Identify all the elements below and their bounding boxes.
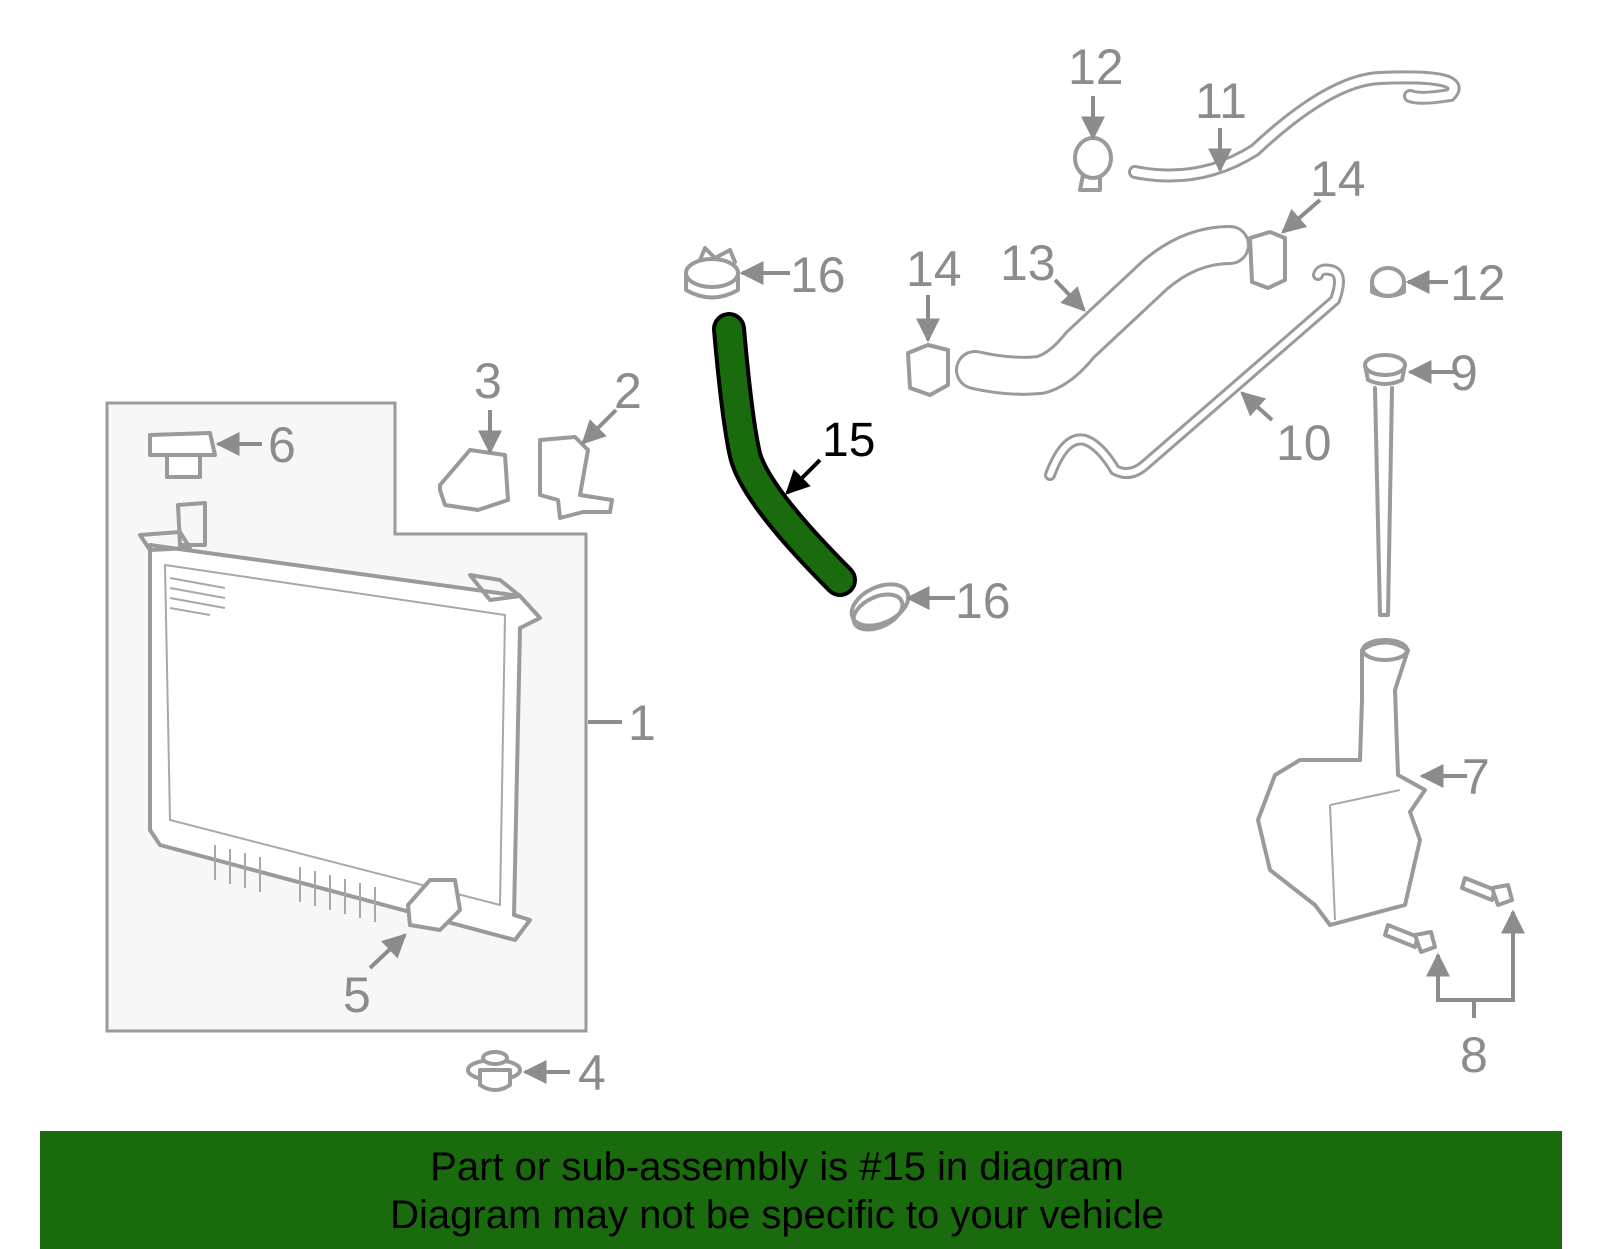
clamp-16-upper[interactable] — [684, 246, 740, 300]
callout-15: 15 — [822, 414, 875, 467]
banner-line-1: Part or sub-assembly is #15 in diagram — [430, 1145, 1124, 1189]
callout-1: 1 — [628, 695, 656, 751]
insulator-4[interactable] — [466, 1050, 522, 1092]
leader-8 — [1436, 955, 1476, 1018]
drain-outlet-5[interactable] — [406, 878, 462, 932]
bracket-3[interactable] — [438, 448, 510, 512]
callout-14-left: 14 — [906, 241, 962, 297]
clamp-12-upper[interactable] — [1073, 136, 1113, 192]
clamp-16-lower[interactable] — [845, 576, 915, 637]
leader-2 — [581, 408, 618, 445]
callout-3: 3 — [474, 353, 502, 409]
callout-9: 9 — [1450, 345, 1478, 401]
clamp-12-right[interactable] — [1370, 266, 1406, 298]
callout-12-right: 12 — [1450, 255, 1506, 311]
radiator-hose-15-fill — [716, 316, 853, 593]
callout-13: 13 — [1000, 235, 1056, 291]
callout-6: 6 — [268, 417, 296, 473]
callout-7: 7 — [1462, 749, 1490, 805]
callout-5: 5 — [343, 967, 371, 1023]
callout-14-right: 14 — [1310, 151, 1366, 207]
washer-reservoir-7[interactable] — [1256, 638, 1427, 927]
leader-13 — [1053, 278, 1086, 312]
leader-8-right — [1474, 909, 1525, 1002]
callout-4: 4 — [578, 1045, 606, 1101]
radiator-cap-6[interactable] — [148, 431, 217, 479]
callout-2: 2 — [614, 363, 642, 419]
leader-5 — [368, 933, 407, 970]
radiator[interactable] — [138, 501, 542, 942]
callout-16-lower: 16 — [955, 573, 1011, 629]
leader-10 — [1240, 391, 1274, 422]
callout-10: 10 — [1276, 415, 1332, 471]
bolt-8-right[interactable] — [1460, 876, 1514, 907]
clamp-14-left[interactable] — [906, 343, 950, 397]
washer-cap-9[interactable] — [1363, 353, 1407, 617]
clamp-14-right[interactable] — [1248, 230, 1287, 290]
callout-16-upper: 16 — [790, 247, 846, 303]
leader-15 — [785, 458, 822, 495]
callout-8: 8 — [1460, 1027, 1488, 1083]
banner-line-2: Diagram may not be specific to your vehi… — [390, 1193, 1164, 1237]
bracket-2[interactable] — [538, 435, 614, 520]
coolant-pipe-10-core — [1047, 266, 1342, 478]
bolt-8-left[interactable] — [1383, 923, 1437, 954]
upper-hose-13-core — [958, 228, 1247, 393]
callout-11: 11 — [1195, 73, 1247, 129]
callout-12-upper: 12 — [1068, 39, 1124, 95]
info-banner: Part or sub-assembly is #15 in diagram D… — [40, 1131, 1562, 1249]
overflow-hose-11[interactable] — [1128, 70, 1461, 183]
leader-14-right — [1281, 198, 1322, 234]
